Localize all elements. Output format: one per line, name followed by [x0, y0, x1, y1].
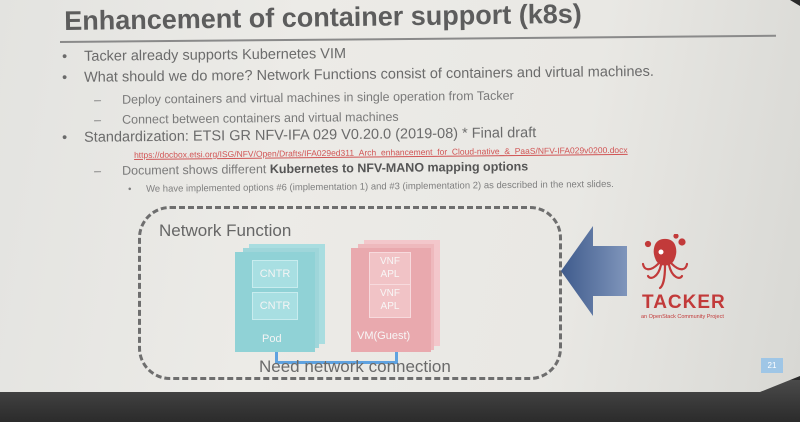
title-underline: [60, 34, 776, 43]
network-function-label: Network Function: [159, 221, 292, 240]
left-arrow-icon: [561, 226, 627, 316]
network-connection-line: [275, 352, 398, 364]
bullet-glyph: •: [62, 129, 68, 146]
sub-sub-bullet-options: • We have implemented options #6 (impleme…: [128, 179, 614, 195]
tacker-wordmark: TACKER: [642, 292, 726, 313]
bullet-text: Tacker already supports Kubernetes VIM: [83, 46, 347, 65]
vnf-label: VNF: [380, 256, 400, 267]
page-number: 21: [761, 358, 783, 373]
bullet-tacker-vim: • Tacker already supports Kubernetes VIM: [62, 46, 346, 65]
dash-glyph: –: [94, 112, 102, 127]
vm-guest-label: VM(Guest): [357, 330, 411, 342]
vnf-label: VNF: [380, 288, 400, 299]
container-box: CNTR: [252, 260, 298, 288]
tacker-logo-icon: [641, 234, 689, 290]
network-function-group: [138, 206, 562, 380]
projected-slide: Enhancement of container support (k8s) •…: [0, 0, 800, 392]
sub-bullet-mapping: – Document shows different Kubernetes to …: [94, 159, 528, 178]
dash-glyph: –: [94, 163, 102, 178]
sub-bullet-connect: – Connect between containers and virtual …: [94, 110, 399, 127]
connection-label: Need network connection: [259, 357, 451, 376]
sub-bullet-text: Connect between containers and virtual m…: [121, 109, 399, 127]
bullet-text: What should we do more? Network Function…: [83, 63, 654, 86]
sub-bullet-bold-text: Kubernetes to NFV-MANO mapping options: [269, 159, 529, 177]
sub-sub-bullet-text: We have implemented options #6 (implemen…: [145, 178, 614, 195]
bullet-what-more: • What should we do more? Network Functio…: [62, 64, 654, 86]
dash-glyph: –: [94, 92, 102, 107]
vnf-app-box: VNF APL: [369, 284, 411, 318]
sub-bullet-deploy: – Deploy containers and virtual machines …: [94, 89, 514, 107]
pod-label: Pod: [262, 333, 282, 345]
bullet-glyph: •: [62, 48, 68, 65]
sub-bullet-text: Document shows different: [121, 162, 270, 178]
bullet-glyph: •: [128, 183, 132, 195]
apl-label: APL: [380, 269, 400, 280]
container-box: CNTR: [252, 292, 298, 320]
sub-bullet-text: Deploy containers and virtual machines i…: [121, 88, 514, 107]
bullet-glyph: •: [62, 69, 68, 86]
vnf-app-box: VNF APL: [369, 252, 411, 286]
bullet-text: Standardization: ETSI GR NFV-IFA 029 V0.…: [83, 125, 537, 146]
tacker-tagline: an OpenStack Community Project: [641, 314, 724, 320]
apl-label: APL: [380, 301, 400, 312]
bullet-standardization: • Standardization: ETSI GR NFV-IFA 029 V0…: [62, 125, 536, 146]
etsi-draft-link[interactable]: https://docbox.etsi.org/ISG/NFV/Open/Dra…: [134, 144, 628, 160]
slide-title: Enhancement of container support (k8s): [64, 0, 582, 36]
